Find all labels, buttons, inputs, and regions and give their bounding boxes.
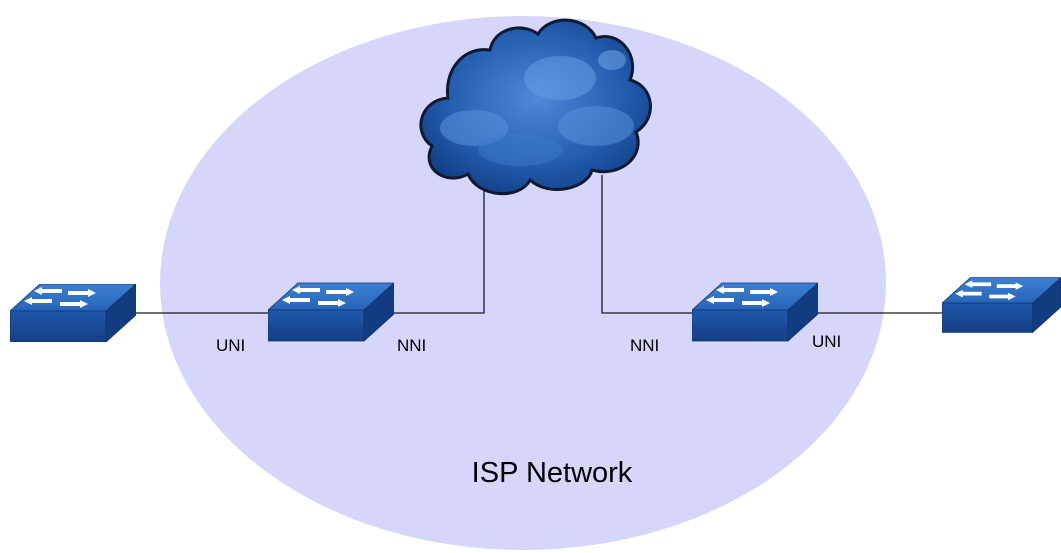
link-left-isp-to-cloud: [392, 185, 485, 314]
right-uni-label: UNI: [812, 332, 841, 351]
isp-network-label: ISP Network: [472, 457, 633, 489]
left-uni-label: UNI: [216, 336, 245, 355]
left-nni-label: NNI: [397, 336, 426, 355]
right-edge-switch-icon: [942, 277, 1061, 333]
left-edge-switch-icon: [10, 284, 136, 342]
isp-cloud-icon: [419, 18, 652, 195]
right-nni-label: NNI: [630, 336, 659, 355]
link-cloud-to-right-isp: [601, 175, 694, 314]
isp-network-region: [160, 16, 886, 550]
